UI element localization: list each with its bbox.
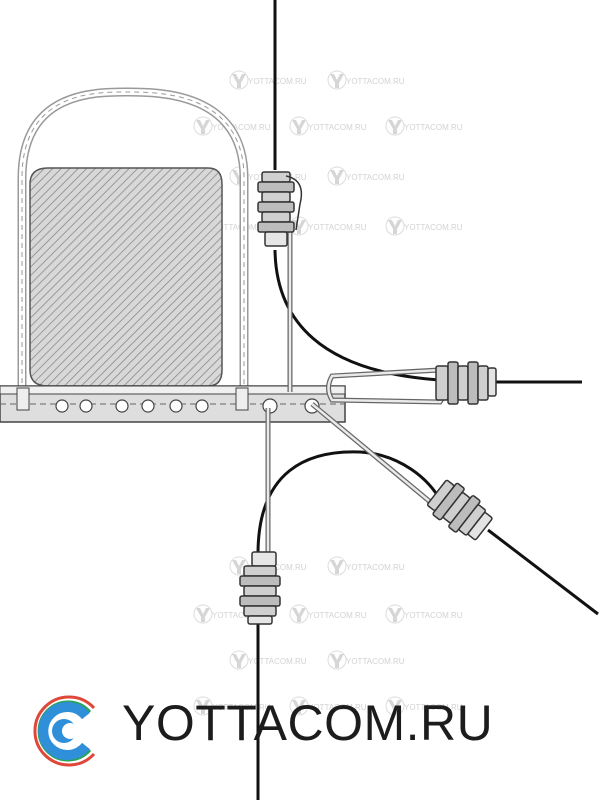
watermark-mark: YOTTACOM.RU xyxy=(385,116,463,136)
watermark-text: YOTTACOM.RU xyxy=(248,657,307,666)
watermark-mark: YOTTACOM.RU xyxy=(385,696,463,716)
watermark-text: YOTTACOM.RU xyxy=(248,563,307,572)
watermark-mark: YOTTACOM.RU xyxy=(327,166,405,186)
watermark-mark: YOTTACOM.RU xyxy=(289,696,367,716)
watermark-text: YOTTACOM.RU xyxy=(308,123,367,132)
watermark-text: YOTTACOM.RU xyxy=(346,657,405,666)
watermark-text: YOTTACOM.RU xyxy=(346,563,405,572)
watermark-text: YOTTACOM.RU xyxy=(404,611,463,620)
watermark-mark: YOTTACOM.RU xyxy=(327,70,405,90)
watermark-mark: YOTTACOM.RU xyxy=(327,556,405,576)
watermark-mark: YOTTACOM.RU xyxy=(289,604,367,624)
watermark-mark: YOTTACOM.RU xyxy=(385,216,463,236)
watermark-text: YOTTACOM.RU xyxy=(212,123,271,132)
anchor-clamp-bottom xyxy=(239,551,281,625)
watermark-text: YOTTACOM.RU xyxy=(308,223,367,232)
watermark-mark: YOTTACOM.RU xyxy=(193,604,271,624)
watermark-text: YOTTACOM.RU xyxy=(308,703,367,712)
anchor-clamp-diagonal xyxy=(426,479,493,541)
watermark-mark: YOTTACOM.RU xyxy=(229,650,307,670)
mounting-bracket xyxy=(0,385,346,423)
yottacom-logo-icon xyxy=(33,695,96,767)
watermark-mark: YOTTACOM.RU xyxy=(229,556,307,576)
watermark-text: YOTTACOM.RU xyxy=(346,77,405,86)
watermark-text: YOTTACOM.RU xyxy=(346,173,405,182)
watermark-text: YOTTACOM.RU xyxy=(308,611,367,620)
watermark-mark: YOTTACOM.RU xyxy=(385,604,463,624)
watermark-mark: YOTTACOM.RU xyxy=(327,650,405,670)
pole-cross-section xyxy=(29,167,223,387)
watermark-mark: YOTTACOM.RU xyxy=(289,116,367,136)
watermark-mark: YOTTACOM.RU xyxy=(229,70,307,90)
watermark-mark: YOTTACOM.RU xyxy=(193,116,271,136)
brand-name: YOTTACOM.RU xyxy=(122,695,494,751)
watermark-text: YOTTACOM.RU xyxy=(212,611,271,620)
watermark-mark: YOTTACOM.RU xyxy=(193,696,271,716)
watermark-text: YOTTACOM.RU xyxy=(404,223,463,232)
watermark-text: YOTTACOM.RU xyxy=(404,703,463,712)
watermark-text: YOTTACOM.RU xyxy=(404,123,463,132)
u-bolt xyxy=(17,87,249,392)
anchor-clamp-top xyxy=(257,171,303,247)
watermark-text: YOTTACOM.RU xyxy=(248,77,307,86)
anchor-clamp-right xyxy=(435,361,497,405)
watermark-text: YOTTACOM.RU xyxy=(212,703,271,712)
watermark-mark: YOTTACOM.RU xyxy=(289,216,367,236)
